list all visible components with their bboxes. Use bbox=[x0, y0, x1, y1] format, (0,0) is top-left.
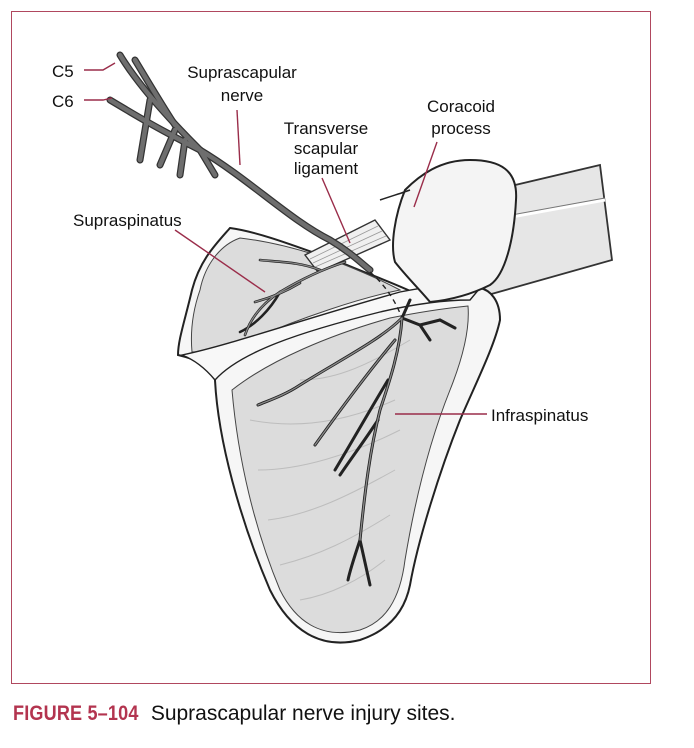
infraspinatus-branches-inner bbox=[257, 317, 403, 541]
figure-caption: FIGURE 5–104 Suprascapular nerve injury … bbox=[13, 702, 455, 726]
label-supraspinatus: Supraspinatus bbox=[73, 211, 182, 230]
leader-lines bbox=[84, 62, 487, 415]
coracoid-process bbox=[379, 158, 518, 304]
label-coracoid-1: Coracoid bbox=[427, 97, 495, 116]
suprascapular-nerve bbox=[106, 51, 374, 274]
label-transverse-1: Transverse bbox=[284, 119, 368, 138]
label-infraspinatus: Infraspinatus bbox=[491, 406, 588, 425]
label-coracoid-2: process bbox=[431, 119, 491, 138]
figure-title: Suprascapular nerve injury sites. bbox=[150, 702, 456, 725]
label-transverse-2: scapular bbox=[294, 139, 359, 158]
labels: C5 C6 Suprascapular nerve Transverse sca… bbox=[52, 62, 588, 425]
label-transverse-3: ligament bbox=[294, 159, 359, 178]
label-c6: C6 bbox=[52, 92, 74, 111]
spinoglenoid-course bbox=[369, 271, 403, 319]
label-suprascapular-nerve-2: nerve bbox=[221, 86, 264, 105]
figure-number: FIGURE 5–104 bbox=[13, 702, 139, 725]
supraspinatus-branches-inner bbox=[244, 259, 346, 336]
infraspinatus-muscle bbox=[231, 305, 469, 634]
label-suprascapular-nerve-1: Suprascapular bbox=[187, 63, 297, 82]
label-c5: C5 bbox=[52, 62, 74, 81]
